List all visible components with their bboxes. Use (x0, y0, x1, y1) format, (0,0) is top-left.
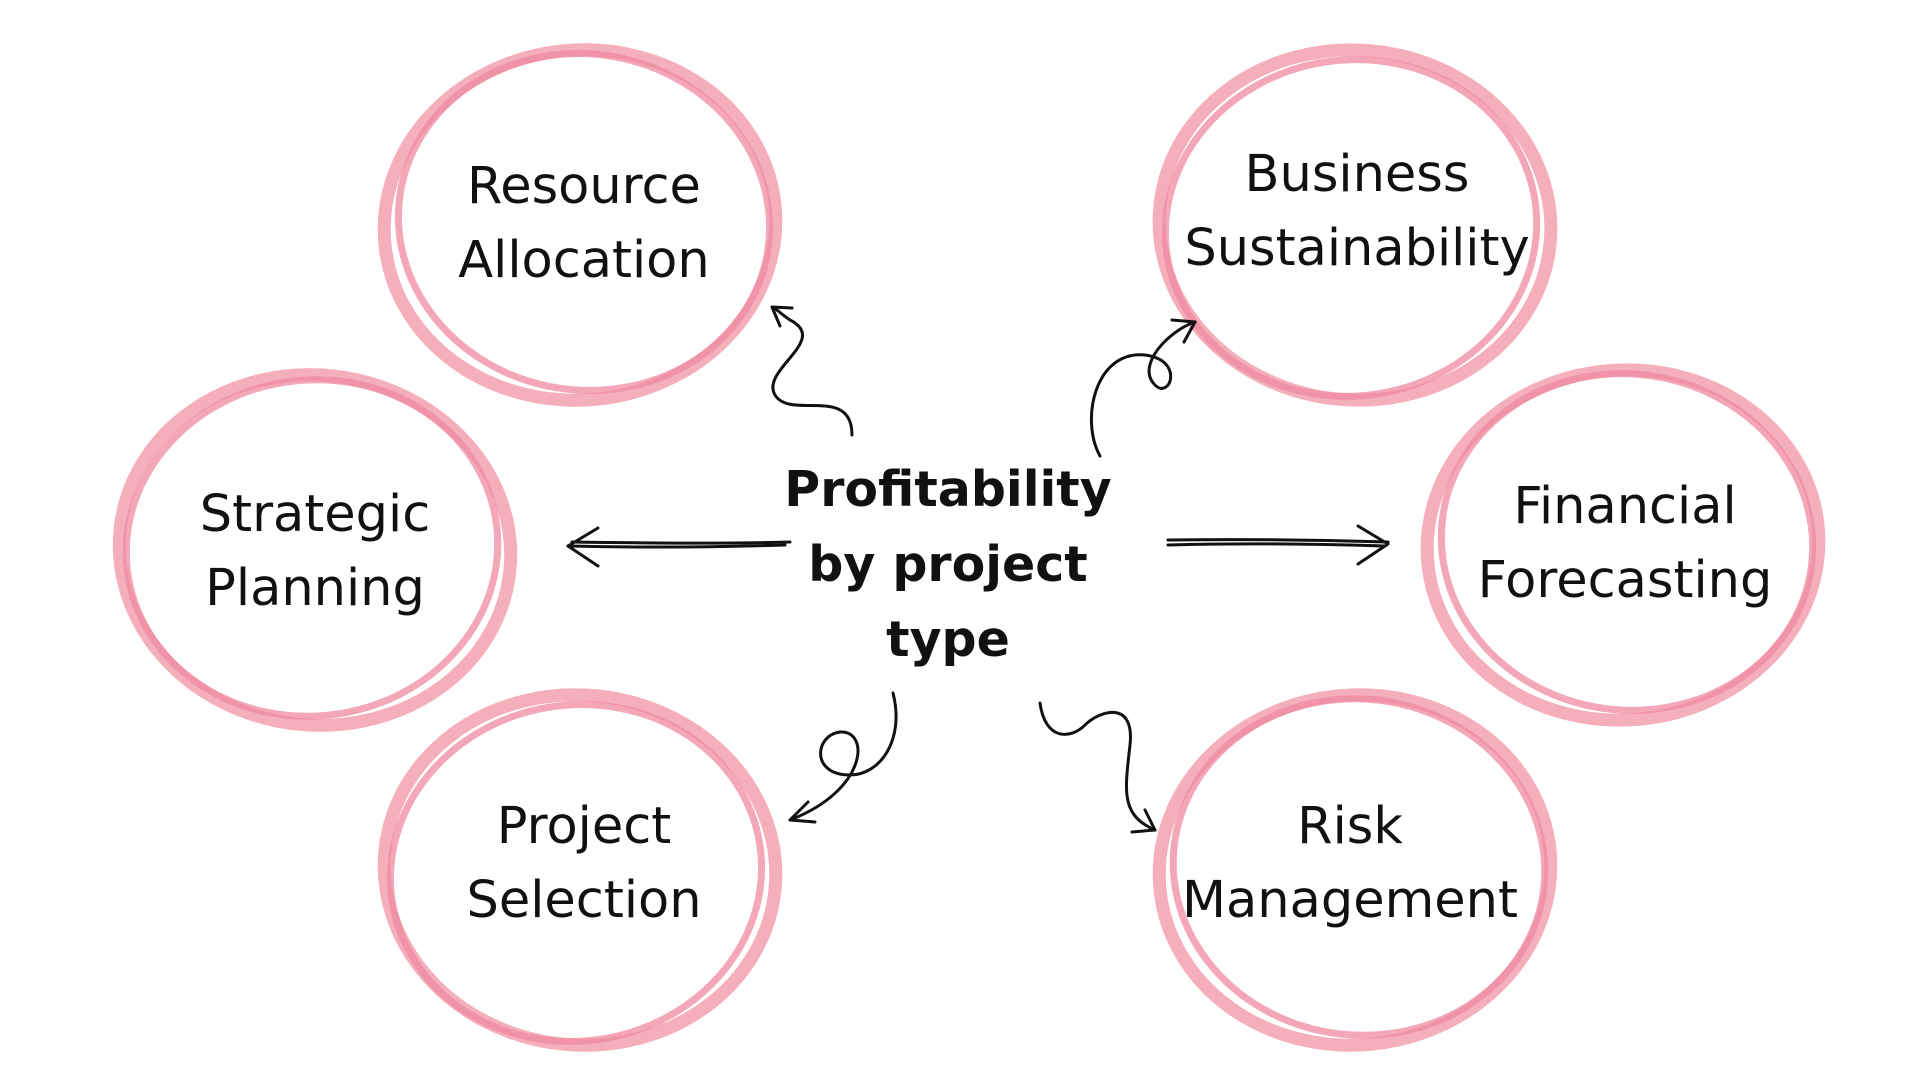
node-financial-forecasting: Financial Forecasting (1425, 470, 1825, 618)
ring-resource-allocation (377, 43, 783, 407)
node-label-line: Strategic (199, 485, 431, 544)
node-label-line: Business (1244, 145, 1470, 204)
curved-arrow-icon (566, 526, 792, 568)
node-label-line: Project (496, 797, 672, 856)
node-label-line: Planning (205, 559, 425, 618)
ring-strategic-planning (112, 368, 518, 732)
ring-risk-management (1152, 688, 1558, 1052)
node-risk-management: Risk Management (1150, 790, 1550, 938)
node-label-line: Financial (1513, 477, 1737, 536)
ring-financial-forecasting (1420, 363, 1826, 727)
node-project-selection: Project Selection (384, 790, 784, 938)
curved-arrow-icon (1038, 701, 1157, 834)
center-topic-line: type (886, 611, 1010, 668)
center-topic-line: by project (808, 536, 1088, 593)
node-label-line: Allocation (458, 231, 710, 290)
ring-business-sustainability (1152, 43, 1558, 407)
node-label-line: Selection (466, 871, 702, 930)
node-label-line: Risk (1297, 797, 1403, 856)
curved-arrow-icon (1089, 318, 1197, 458)
node-business-sustainability: Business Sustainability (1157, 138, 1557, 286)
node-strategic-planning: Strategic Planning (115, 478, 515, 626)
center-topic-line: Profitability (784, 461, 1112, 518)
ring-project-selection (377, 688, 783, 1052)
node-label-line: Sustainability (1184, 219, 1530, 278)
node-label-line: Forecasting (1477, 551, 1773, 610)
curved-arrow-icon (770, 305, 854, 437)
center-topic: Profitability by project type (748, 452, 1148, 677)
curved-arrow-icon (1166, 524, 1390, 566)
node-resource-allocation: Resource Allocation (384, 150, 784, 298)
curved-arrow-icon (788, 691, 898, 824)
node-label-line: Resource (467, 157, 701, 216)
node-label-line: Management (1182, 871, 1518, 930)
